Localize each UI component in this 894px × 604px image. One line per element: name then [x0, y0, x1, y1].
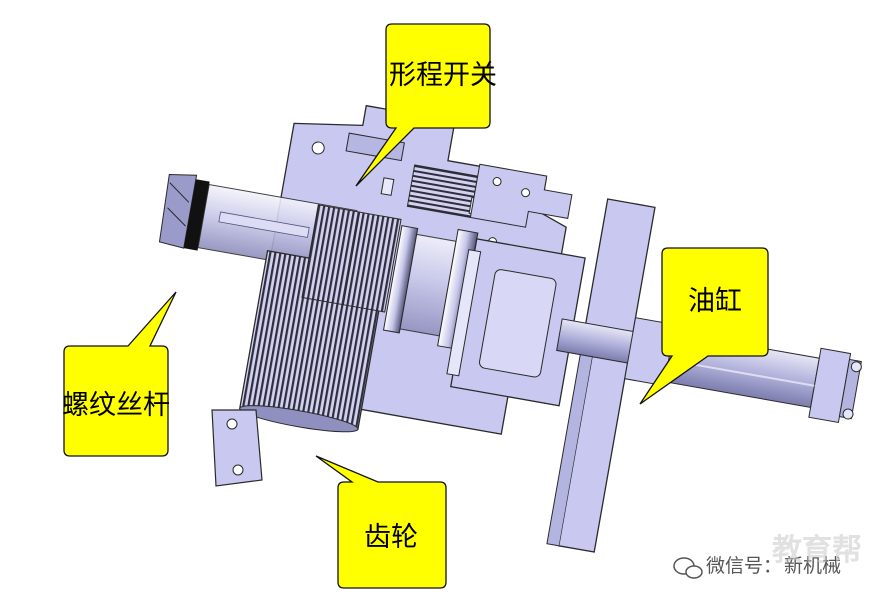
callout-stroke-switch: 形程开关: [355, 23, 497, 187]
watermark-account-text: 新机械: [784, 555, 841, 577]
callout-threaded-screw-label: 螺纹丝杆: [62, 390, 170, 421]
callout-stroke-switch-label: 形程开关: [389, 60, 497, 91]
small-bracket: [211, 409, 263, 487]
watermark-wechat-text: 微信号：: [706, 555, 782, 577]
stroke-switch-block: [380, 163, 573, 228]
wechat-icon: [673, 557, 703, 579]
mechanism-assembly: [158, 51, 862, 553]
watermark-logo-text: 教育帮: [772, 533, 862, 568]
callout-threaded-screw: 螺纹丝杆: [62, 291, 177, 457]
pinion-gear: [301, 204, 402, 313]
callout-hydraulic-cylinder: 油缸: [639, 247, 769, 405]
callout-gear-label: 齿轮: [364, 522, 418, 553]
callout-hydraulic-cylinder-label: 油缸: [688, 286, 742, 317]
watermark: 微信号： 新机械 教育帮: [673, 533, 862, 579]
connecting-frame: [446, 238, 586, 407]
callout-gear: 齿轮: [315, 455, 447, 589]
